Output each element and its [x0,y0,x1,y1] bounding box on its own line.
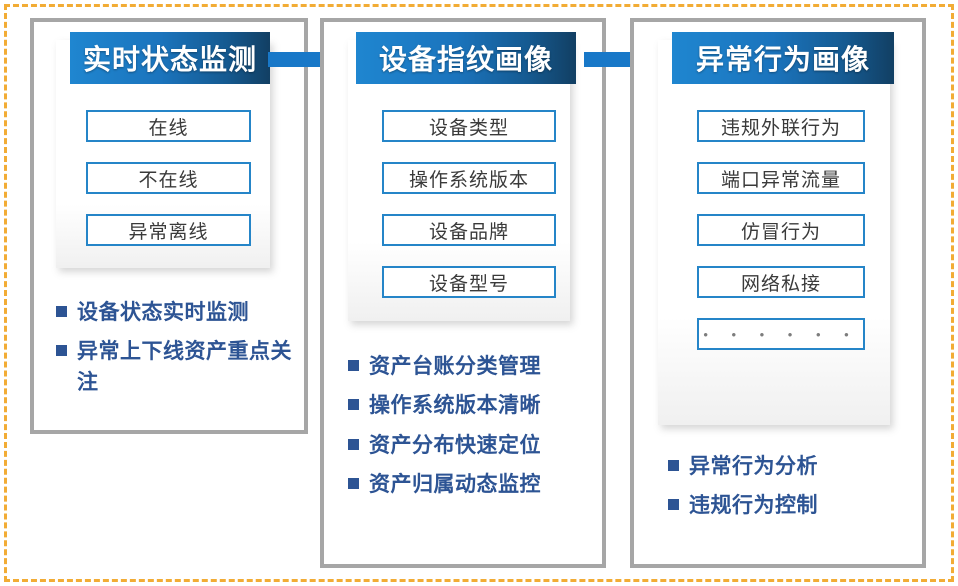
bullet-square-icon [668,499,679,511]
bullet-item: 异常上下线资产重点关注 [56,337,296,398]
bullet-item: 资产归属动态监控 [348,470,598,500]
bullet-item: 违规行为控制 [668,491,918,521]
bullet-square-icon [348,360,359,371]
item-box-abnormal-offline[interactable]: 异常离线 [86,214,251,246]
column-header-device-fingerprint-profile: 设备指纹画像 [356,32,576,84]
item-box-online[interactable]: 在线 [86,110,251,142]
item-box-illegal-external-connection[interactable]: 违规外联行为 [697,110,865,142]
bullet-square-icon [668,460,679,471]
bullet-square-icon [348,438,359,450]
bullet-square-icon [56,306,67,317]
bullet-item: 资产分布快速定位 [348,431,598,461]
item-box-os-version[interactable]: 操作系统版本 [382,162,556,194]
bullet-label: 异常行为分析 [689,455,818,478]
bullet-list-column-2: 资产台账分类管理 操作系统版本清晰 资产分布快速定位 资产归属动态监控 [348,352,598,510]
item-box-device-type[interactable]: 设备类型 [382,110,556,142]
bullet-item: 资产台账分类管理 [348,352,598,382]
item-box-more-ellipsis[interactable]: • • • • • • [697,318,865,350]
bullet-label: 设备状态实时监测 [77,301,249,324]
bullet-square-icon [56,345,67,357]
item-box-unauthorized-network-access[interactable]: 网络私接 [697,266,865,298]
bullet-square-icon [348,478,359,490]
bullet-label: 违规行为控制 [689,494,818,518]
item-box-abnormal-port-traffic[interactable]: 端口异常流量 [697,162,865,194]
column-header-abnormal-behavior-profile: 异常行为画像 [672,32,894,84]
item-box-offline[interactable]: 不在线 [86,162,251,194]
bullet-square-icon [348,399,359,411]
bullet-item: 设备状态实时监测 [56,298,296,328]
bullet-label: 资产台账分类管理 [369,355,541,378]
bullet-label: 资产分布快速定位 [369,433,541,457]
bullet-item: 操作系统版本清晰 [348,391,598,421]
bullet-label: 异常上下线资产重点关注 [77,340,292,394]
column-header-realtime-status-monitoring: 实时状态监测 [70,32,270,84]
item-box-device-brand[interactable]: 设备品牌 [382,214,556,246]
item-box-spoofing-behavior[interactable]: 仿冒行为 [697,214,865,246]
bullet-list-column-1: 设备状态实时监测 异常上下线资产重点关注 [56,298,296,407]
bullet-label: 操作系统版本清晰 [369,394,541,418]
item-box-device-model[interactable]: 设备型号 [382,266,556,298]
bullet-item: 异常行为分析 [668,452,918,482]
bullet-label: 资产归属动态监控 [369,473,541,497]
bullet-list-column-3: 异常行为分析 违规行为控制 [668,452,918,531]
